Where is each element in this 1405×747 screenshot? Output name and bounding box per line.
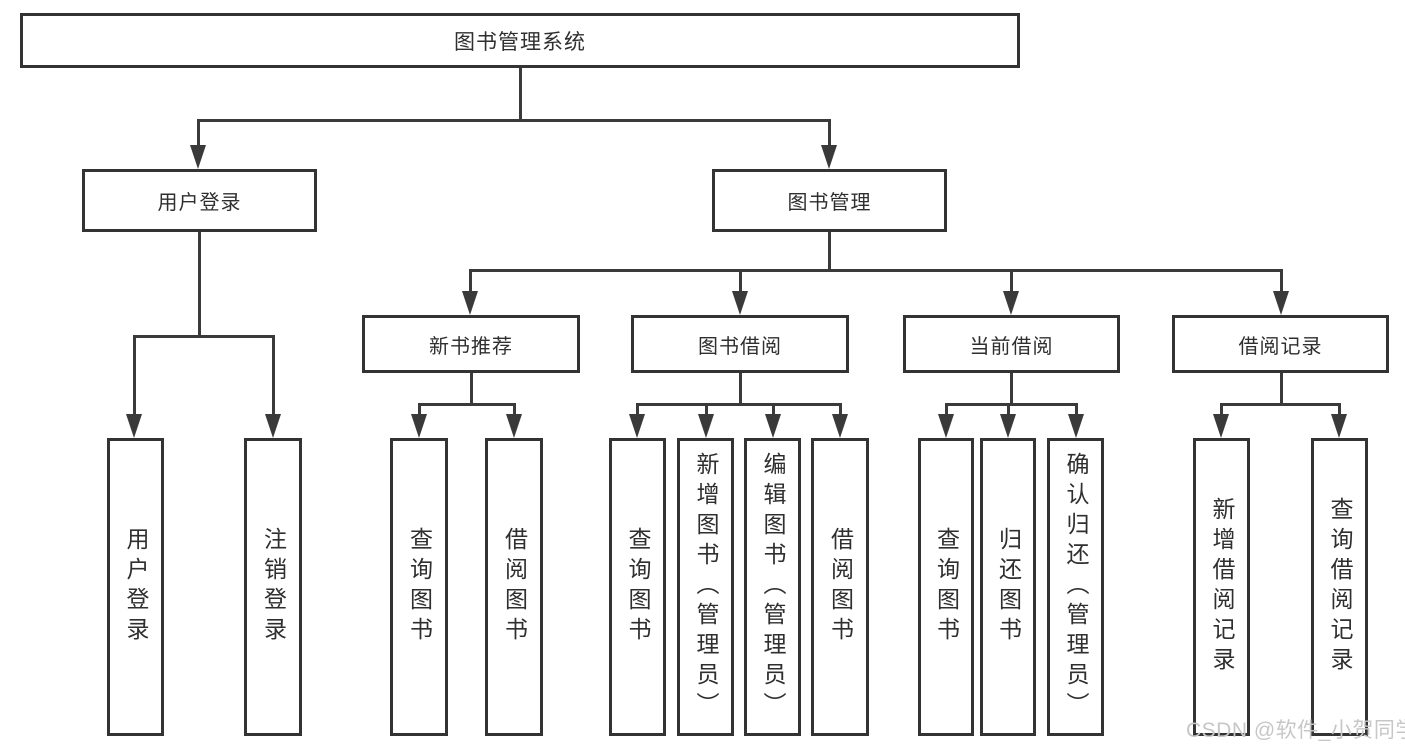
arrow-down-icon	[698, 414, 714, 438]
connector-line	[704, 403, 708, 418]
connector-line	[197, 119, 831, 122]
node-root: 图书管理系统	[20, 13, 1020, 68]
arrow-down-icon	[1273, 291, 1289, 315]
arrow-down-icon	[732, 291, 748, 315]
arrow-down-icon	[411, 414, 427, 438]
leaf-borrow-book-1: 借阅图书	[485, 438, 543, 736]
connector-line	[738, 269, 742, 294]
arrow-down-icon	[126, 414, 142, 438]
node-new-book-rec-label: 新书推荐	[429, 335, 513, 358]
leaf-add-book-label: 新增图书（管理员）	[693, 452, 719, 722]
connector-line	[470, 269, 1282, 272]
leaf-confirm-return-label: 确认归还（管理员）	[1063, 452, 1089, 722]
node-book-borrow: 图书借阅	[631, 315, 849, 373]
leaf-return-book-label: 归还图书	[995, 527, 1022, 647]
connector-line	[637, 403, 841, 406]
leaf-query-book-2: 查询图书	[609, 438, 666, 736]
connector-line	[198, 232, 201, 338]
leaf-confirm-return: 确认归还（管理员）	[1047, 438, 1104, 736]
connector-line	[1006, 403, 1010, 418]
connector-line	[1279, 373, 1283, 406]
leaf-user-login: 用户登录	[107, 438, 164, 736]
arrow-down-icon	[190, 145, 206, 169]
connector-line	[1279, 269, 1283, 294]
leaf-edit-book-label: 编辑图书（管理员）	[760, 452, 786, 722]
leaf-return-book: 归还图书	[980, 438, 1036, 736]
connector-line	[1009, 373, 1013, 406]
arrow-down-icon	[506, 414, 522, 438]
leaf-query-book-3: 查询图书	[918, 438, 974, 736]
arrow-down-icon	[821, 145, 837, 169]
connector-line	[417, 403, 421, 418]
arrow-down-icon	[832, 414, 848, 438]
node-user-login-label: 用户登录	[157, 192, 242, 214]
connector-line	[196, 119, 200, 147]
connector-line	[271, 335, 275, 417]
leaf-add-record-label: 新增借阅记录	[1209, 497, 1235, 677]
node-book-borrow-label: 图书借阅	[698, 335, 782, 358]
connector-line	[827, 232, 831, 272]
connector-line	[944, 403, 948, 418]
leaf-borrow-book-1-label: 借阅图书	[501, 527, 528, 647]
connector-line	[1219, 403, 1223, 418]
connector-line	[419, 403, 515, 406]
node-user-login: 用户登录	[82, 169, 317, 232]
connector-line	[518, 68, 522, 122]
leaf-logout: 注销登录	[244, 438, 302, 736]
node-borrow-records-label: 借阅记录	[1238, 335, 1323, 358]
leaf-borrow-book-2-label: 借阅图书	[827, 527, 854, 647]
connector-line	[132, 335, 136, 417]
connector-line	[1074, 403, 1078, 418]
arrow-down-icon	[1000, 414, 1016, 438]
leaf-user-login-label: 用户登录	[123, 527, 149, 647]
node-root-label: 图书管理系统	[454, 30, 586, 54]
arrow-down-icon	[1003, 291, 1019, 315]
csdn-watermark: CSDN @软件_小贺同学	[1186, 719, 1405, 742]
leaf-query-book-2-label: 查询图书	[625, 527, 651, 647]
node-book-mgmt: 图书管理	[712, 169, 947, 232]
arrow-down-icon	[938, 414, 954, 438]
leaf-add-record: 新增借阅记录	[1193, 438, 1250, 736]
node-current-borrow-label: 当前借阅	[969, 335, 1054, 358]
leaf-logout-label: 注销登录	[260, 527, 287, 647]
connector-line	[738, 373, 742, 406]
connector-line	[1009, 269, 1013, 294]
connector-line	[1221, 403, 1339, 406]
leaf-query-record: 查询借阅记录	[1311, 438, 1368, 736]
leaf-edit-book: 编辑图书（管理员）	[744, 438, 801, 736]
connector-line	[838, 403, 842, 418]
arrow-down-icon	[765, 414, 781, 438]
node-new-book-rec: 新书推荐	[362, 315, 580, 373]
arrow-down-icon	[1213, 414, 1229, 438]
leaf-query-record-label: 查询借阅记录	[1327, 497, 1353, 677]
connector-line	[1337, 403, 1341, 418]
arrow-down-icon	[629, 414, 645, 438]
leaf-query-book-1-label: 查询图书	[406, 527, 433, 647]
connector-line	[946, 403, 1076, 406]
connector-line	[635, 403, 639, 418]
leaf-query-book-3-label: 查询图书	[933, 527, 960, 647]
node-book-mgmt-label: 图书管理	[787, 192, 872, 214]
connector-line	[469, 373, 473, 406]
node-current-borrow: 当前借阅	[903, 315, 1120, 373]
leaf-borrow-book-2: 借阅图书	[811, 438, 869, 736]
leaf-add-book: 新增图书（管理员）	[677, 438, 734, 736]
connector-line	[827, 119, 831, 147]
arrow-down-icon	[1331, 414, 1347, 438]
connector-line	[134, 335, 275, 338]
arrow-down-icon	[265, 414, 281, 438]
connector-line	[512, 403, 516, 418]
connector-line	[771, 403, 775, 418]
arrow-down-icon	[462, 291, 478, 315]
arrow-down-icon	[1068, 414, 1084, 438]
node-borrow-records: 借阅记录	[1172, 315, 1389, 373]
connector-line	[468, 269, 472, 294]
leaf-query-book-1: 查询图书	[390, 438, 448, 736]
